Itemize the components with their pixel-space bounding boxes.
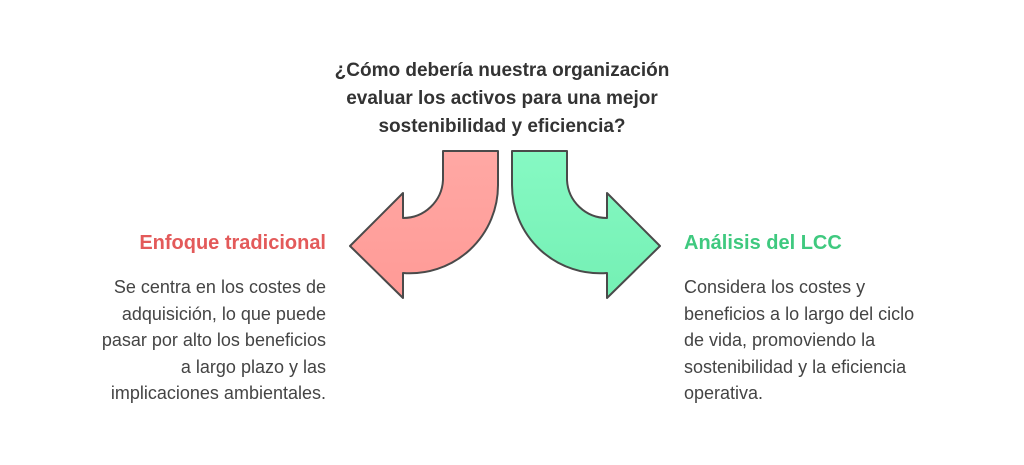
- right-option-description: Considera los costes y beneficios a lo l…: [684, 274, 914, 407]
- left-option-title: Enfoque tradicional: [139, 232, 326, 254]
- description-line: Considera los costes y: [684, 277, 866, 297]
- description-line: a largo plazo y las: [180, 356, 326, 377]
- left-option-description: Se centra en los costes de adquisición, …: [102, 274, 326, 407]
- question-line: sostenibilidad y eficiencia?: [378, 116, 626, 137]
- right-curved-arrow-icon: [510, 150, 661, 299]
- description-line: Se centra en los costes de: [113, 277, 326, 297]
- description-line: operativa.: [684, 383, 764, 403]
- description-line: adquisición, lo que puede: [121, 303, 326, 324]
- description-line: pasar por alto los beneficios: [101, 330, 326, 350]
- left-curved-arrow-icon: [349, 150, 500, 299]
- question-line: ¿Cómo debería nuestra organización: [334, 60, 670, 81]
- central-question: ¿Cómo debería nuestra organización evalu…: [282, 57, 722, 141]
- question-line: evaluar los activos para una mejor: [346, 88, 658, 109]
- right-option-title: Análisis del LCC: [684, 232, 842, 254]
- description-line: de vida, promoviendo la: [684, 330, 876, 350]
- description-line: sostenibilidad y la eficiencia: [684, 356, 907, 377]
- description-line: beneficios a lo largo del ciclo: [684, 303, 915, 324]
- description-line: implicaciones ambientales.: [110, 383, 326, 403]
